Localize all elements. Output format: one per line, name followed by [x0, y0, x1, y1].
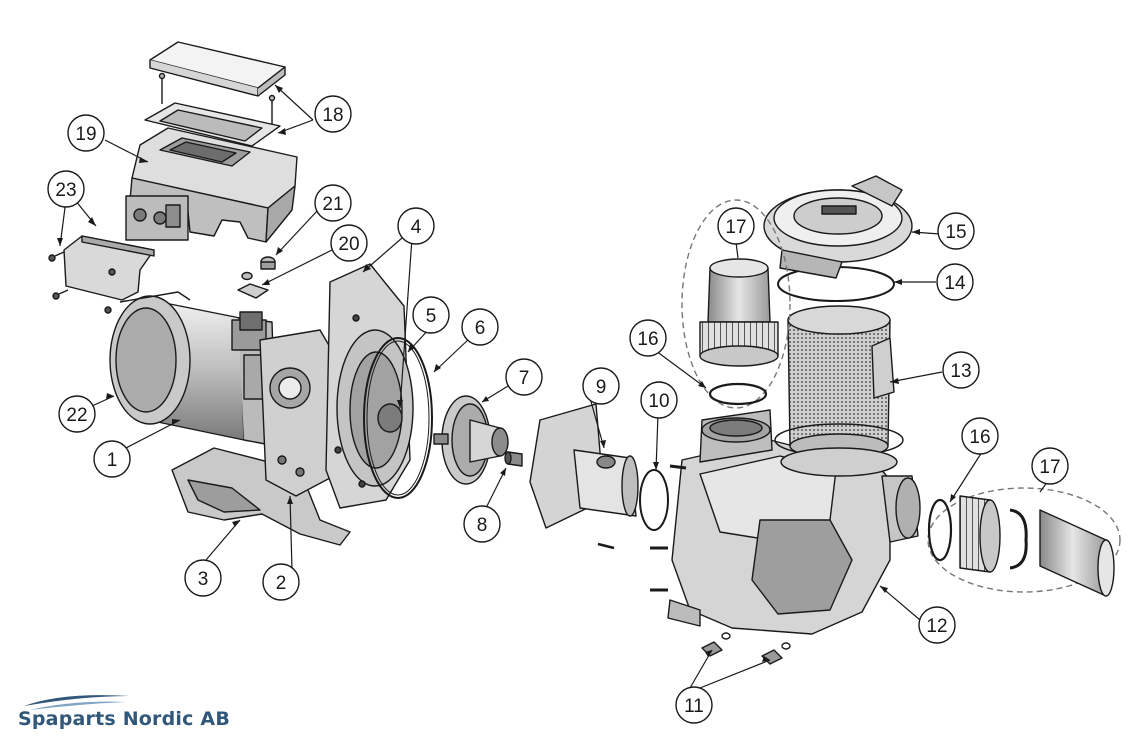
callout-17-upper: 17 — [717, 207, 755, 245]
svg-text:23: 23 — [55, 180, 76, 201]
callout-15: 15 — [937, 212, 975, 250]
callout-7: 7 — [505, 358, 543, 396]
callout-4: 4 — [397, 207, 435, 245]
svg-text:3: 3 — [198, 569, 209, 590]
svg-text:11: 11 — [684, 696, 704, 717]
diffuser-o-ring — [597, 469, 669, 550]
svg-text:22: 22 — [66, 405, 87, 426]
callout-23: 23 — [47, 170, 85, 208]
svg-text:9: 9 — [596, 377, 607, 398]
drain-plugs — [701, 632, 791, 665]
diffuser — [529, 403, 639, 529]
svg-text:8: 8 — [477, 515, 488, 536]
callout-9: 9 — [582, 367, 620, 405]
callout-10: 10 — [640, 381, 678, 419]
svg-text:7: 7 — [519, 368, 530, 389]
housing-o-ring — [363, 337, 433, 499]
control-cover-top — [144, 41, 286, 147]
brand-logo-icon — [24, 695, 130, 710]
svg-text:20: 20 — [338, 234, 359, 255]
svg-text:18: 18 — [322, 105, 343, 126]
svg-text:17: 17 — [1039, 457, 1060, 478]
svg-text:17: 17 — [725, 217, 746, 238]
terminal-box-cover — [48, 235, 155, 314]
callout-21: 21 — [314, 184, 352, 222]
callout-17-right: 17 — [1031, 447, 1069, 485]
impeller — [433, 395, 509, 485]
callout-12: 12 — [918, 606, 956, 644]
grommet-and-seal — [237, 256, 276, 299]
callout-16-upper: 16 — [629, 319, 667, 357]
strainer-lid — [763, 175, 913, 279]
callouts: 1 2 3 4 5 6 7 8 9 10 11 12 13 14 15 16 1… — [47, 95, 1069, 724]
callout-6: 6 — [461, 308, 499, 346]
svg-text:4: 4 — [411, 217, 422, 238]
callout-16-right: 16 — [961, 417, 999, 455]
callout-14: 14 — [936, 263, 974, 301]
callout-8: 8 — [463, 505, 501, 543]
motor — [109, 291, 277, 447]
svg-text:16: 16 — [637, 329, 658, 350]
svg-text:13: 13 — [950, 361, 971, 382]
callout-1: 1 — [93, 440, 131, 478]
control-housing — [125, 127, 298, 243]
svg-text:6: 6 — [475, 318, 486, 339]
strainer-basket — [774, 305, 904, 477]
svg-text:10: 10 — [648, 391, 669, 412]
callout-5: 5 — [412, 296, 450, 334]
svg-text:1: 1 — [107, 450, 118, 471]
svg-text:12: 12 — [926, 616, 947, 637]
callout-2: 2 — [262, 563, 300, 601]
callout-13: 13 — [942, 351, 980, 389]
union-connector-top — [681, 199, 791, 409]
union-connector-side — [927, 487, 1121, 597]
svg-text:16: 16 — [969, 427, 990, 448]
callout-3: 3 — [184, 559, 222, 597]
callout-20: 20 — [330, 224, 368, 262]
svg-text:5: 5 — [426, 306, 437, 327]
svg-text:21: 21 — [322, 194, 343, 215]
svg-text:19: 19 — [75, 124, 96, 145]
callout-19: 19 — [67, 114, 105, 152]
svg-text:15: 15 — [945, 222, 966, 243]
impeller-screw — [504, 451, 523, 467]
brand-name: Spaparts Nordic AB — [18, 708, 231, 730]
adapter-bracket — [259, 329, 335, 497]
svg-text:14: 14 — [944, 273, 966, 294]
seal-plate — [325, 263, 414, 509]
callout-11: 11 — [675, 686, 713, 724]
leader-arrows — [57, 85, 956, 662]
svg-text:2: 2 — [276, 573, 287, 594]
callout-18: 18 — [314, 95, 352, 133]
callout-22: 22 — [58, 395, 96, 433]
